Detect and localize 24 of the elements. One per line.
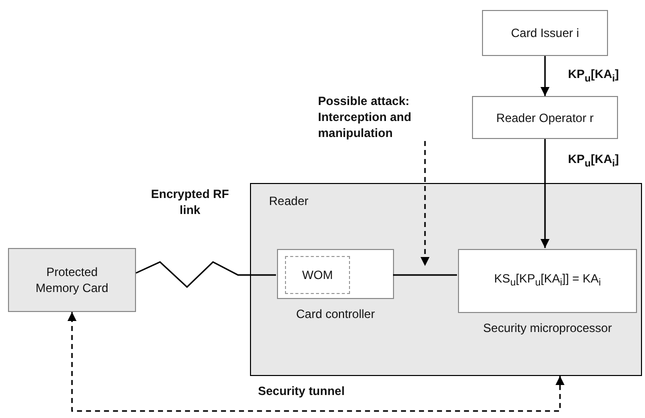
box-text: WOM (301, 267, 334, 283)
box-text: Protected Memory Card (34, 264, 110, 296)
group-title: Reader (269, 194, 308, 208)
arrow (420, 141, 430, 266)
arrow (540, 56, 550, 96)
edge-label: Encrypted RF link (150, 186, 230, 218)
annotation-text: Possible attack: Interception and manipulation (318, 93, 448, 141)
process-box (482, 10, 608, 56)
process-box (8, 248, 136, 312)
group-panel (250, 183, 642, 376)
connector-line (393, 274, 457, 276)
memory-box (285, 256, 350, 294)
box-caption: Card controller (295, 306, 376, 322)
box-text: KS$_{u}$[KP$_{u}$[KA$_{i}$]] = KA$_{i}$ (493, 270, 602, 291)
box-text: Card Issuer i (510, 25, 580, 41)
connector-line (136, 261, 276, 288)
box-caption: Security microprocessor (482, 320, 613, 336)
edge-label: Security tunnel (258, 384, 345, 398)
box-text: Reader Operator r (495, 110, 595, 126)
process-box (472, 96, 618, 139)
edge-label: KP$_{u}$[KA$_{i}$] (568, 152, 619, 170)
arrow (68, 312, 564, 412)
arrow (540, 139, 550, 248)
edge-label: KP$_{u}$[KA$_{i}$] (568, 67, 619, 84)
